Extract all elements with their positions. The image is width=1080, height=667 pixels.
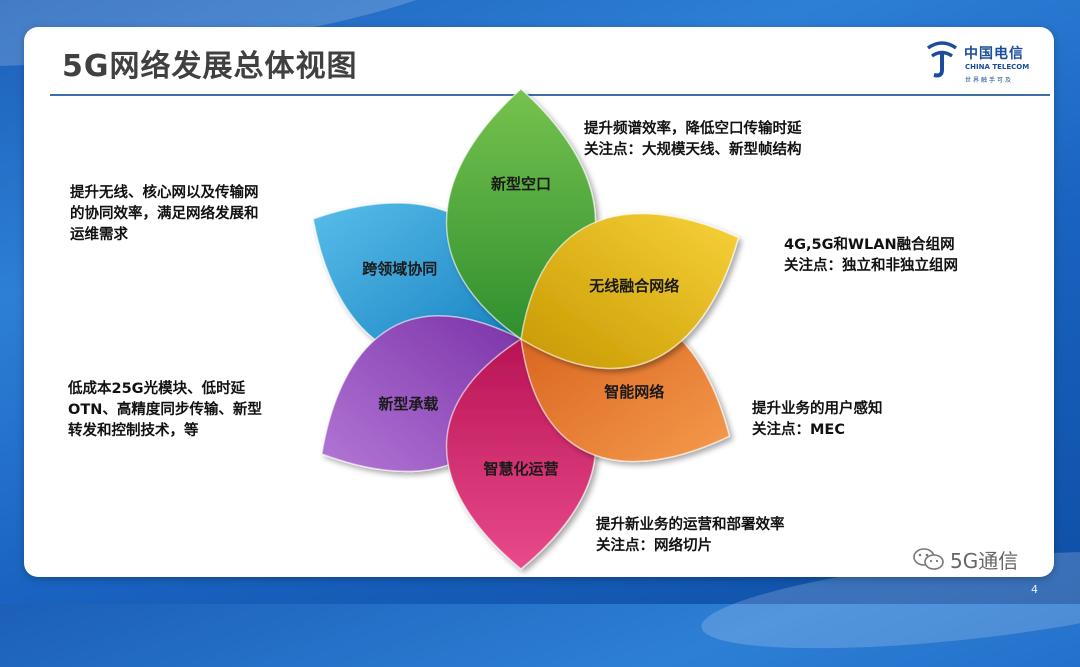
desc-smart-network: 提升业务的用户感知 关注点：MEC [752, 401, 883, 438]
desc-new-air-interface: 提升频谱效率，降低空口传输时延 关注点：大规模天线、新型帧结构 [584, 121, 802, 158]
desc-wireless-fusion: 4G,5G和WLAN融合组网 关注点：独立和非独立组网 [784, 237, 958, 274]
slide-title: 5G网络发展总体视图 [62, 49, 358, 84]
petal-wireless-fusion-label: 无线融合网络 [588, 277, 679, 295]
desc-cross-domain: 提升无线、核心网以及传输网 的协同效率，满足网络发展和 运维需求 [70, 185, 259, 243]
logo-chinese-name: 中国电信 [964, 46, 1024, 62]
logo-slogan: 世界触手可及 [965, 77, 1014, 84]
petal-new-air-interface-label: 新型空口 [491, 175, 551, 193]
title-divider [50, 94, 1050, 96]
telecom-emblem-icon [926, 41, 958, 78]
china-telecom-logo: 中国电信 CHINA TELECOM 世界触手可及 [924, 40, 1034, 90]
slide-panel: 5G网络发展总体视图 中国电信 CHINA TELECOM 世界触手可及 新型空… [24, 27, 1054, 577]
petal-wireless-fusion [520, 212, 740, 370]
watermark-text: 5G通信 [950, 549, 1019, 573]
petal-smart-network-label: 智能网络 [604, 383, 664, 401]
petal-smart-operation-label: 智慧化运营 [483, 460, 558, 478]
petal-new-bearer-label: 新型承载 [378, 395, 438, 413]
petal-cross-domain-label: 跨领域协同 [362, 260, 437, 278]
desc-new-bearer: 低成本25G光模块、低时延 OTN、高精度同步传输、新型 转发和控制技术，等 [68, 381, 262, 439]
wechat-icon [913, 548, 944, 570]
desc-smart-operation: 提升新业务的运营和部署效率 关注点：网络切片 [596, 517, 785, 554]
logo-english-name: CHINA TELECOM [965, 63, 1030, 71]
page-number: 4 [1031, 583, 1038, 596]
